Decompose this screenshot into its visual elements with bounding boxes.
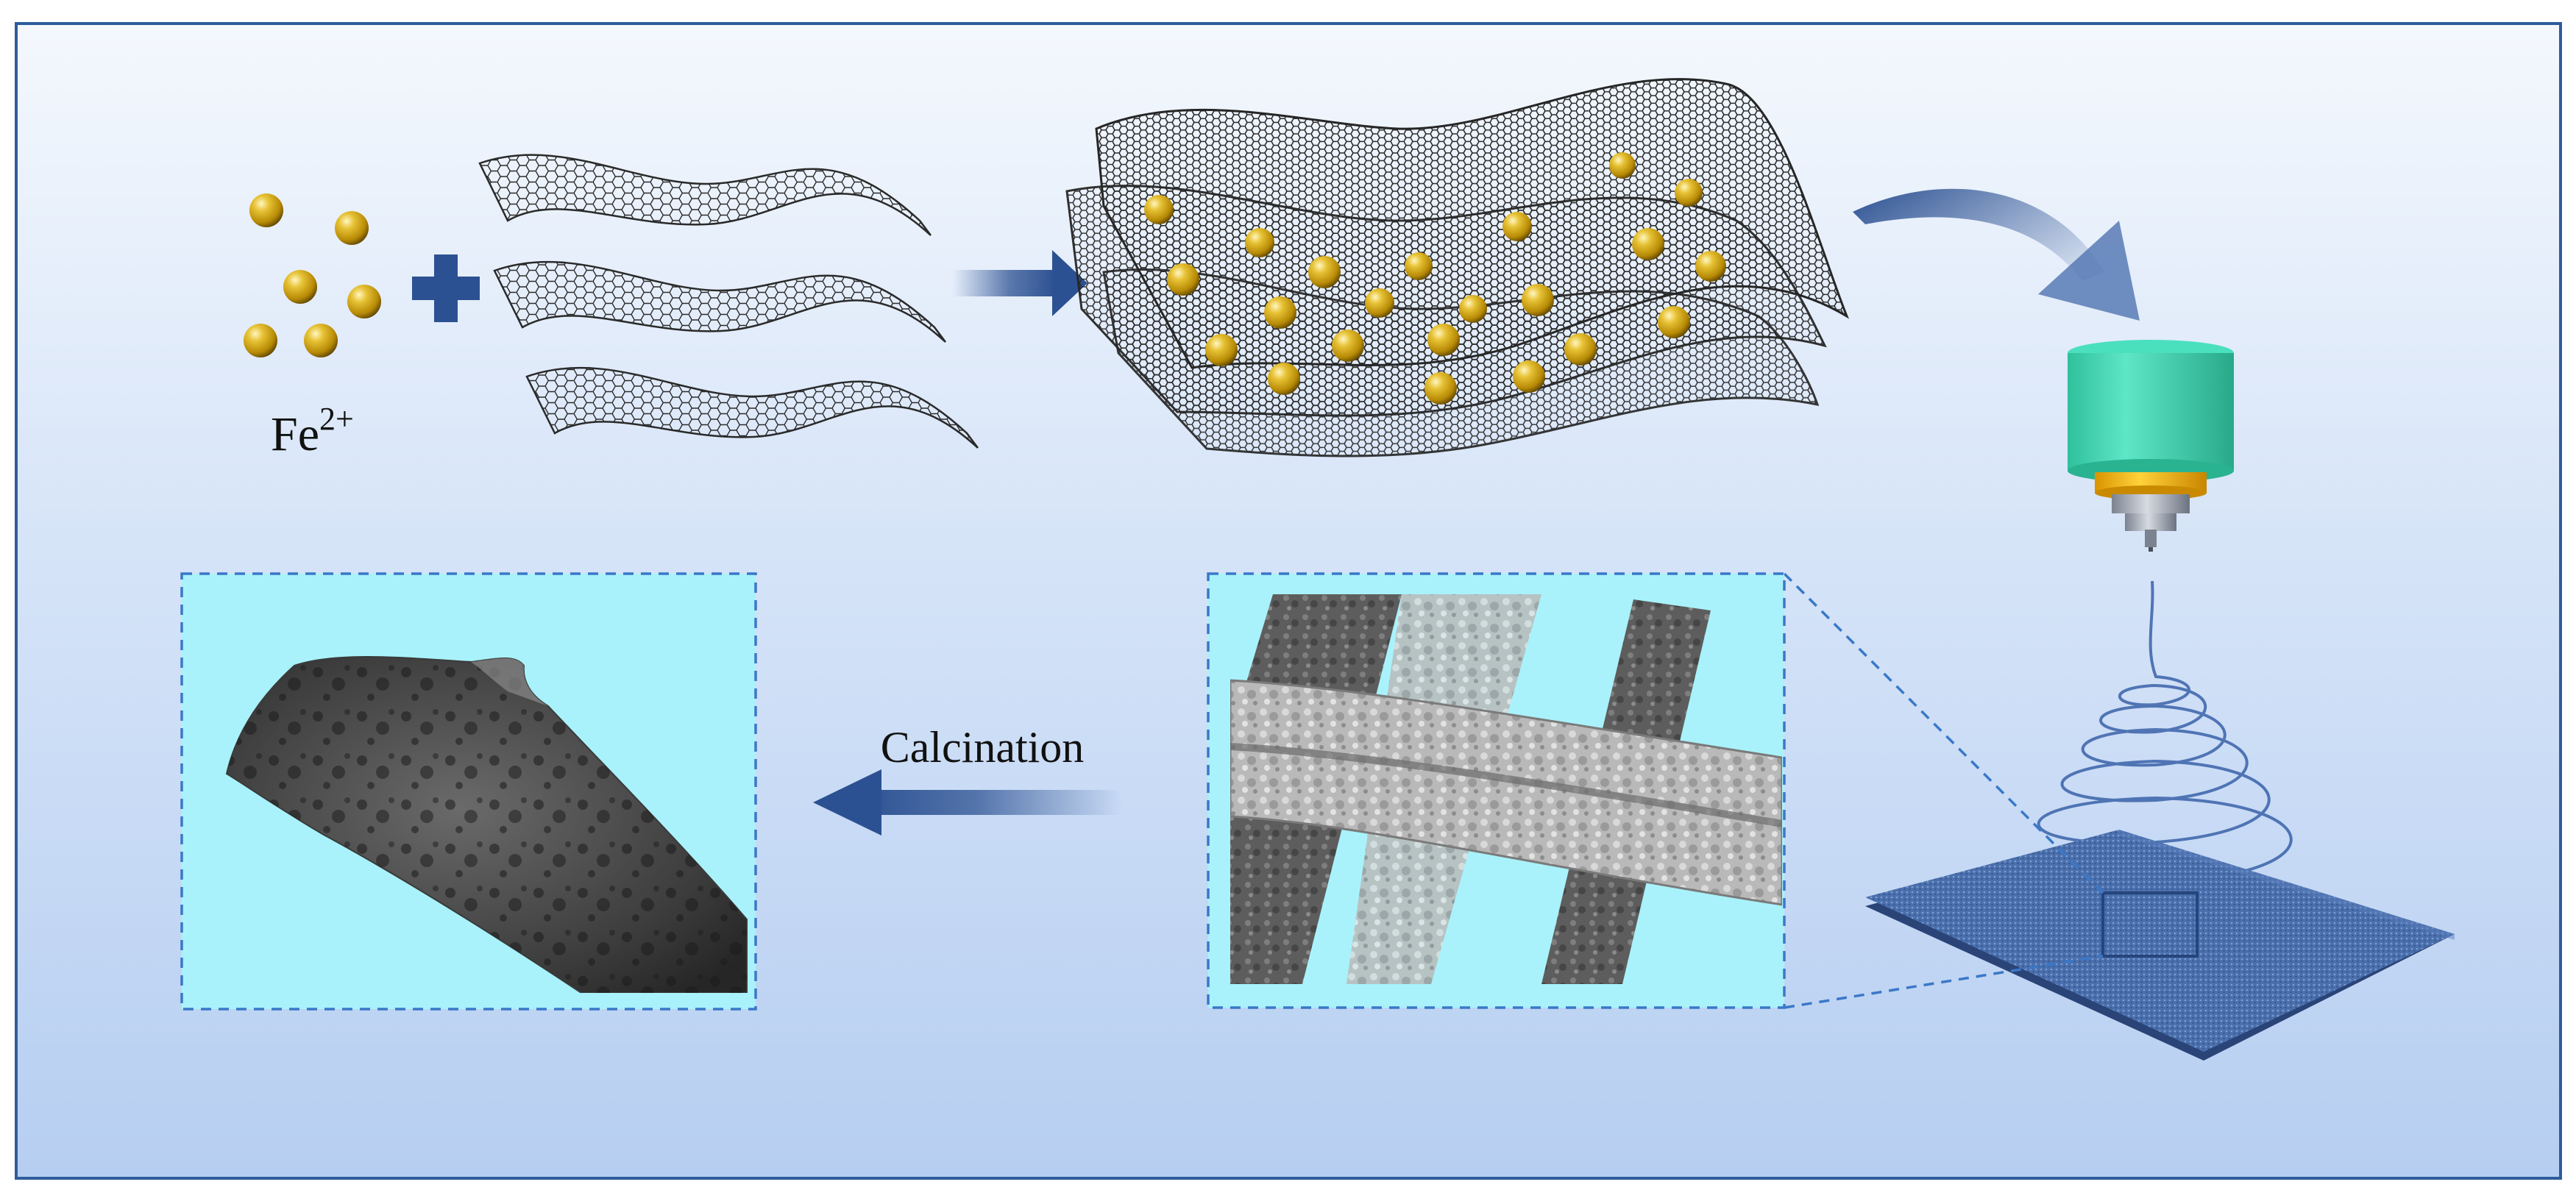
process-arrow-icon: [813, 769, 1122, 836]
zoom-connector-upper: [1783, 572, 2104, 894]
fe-ion-sphere-icon: [1427, 324, 1460, 356]
fe-ion-sphere-icon: [1609, 152, 1636, 179]
fe-ion-sphere-icon: [1332, 330, 1364, 362]
fe-ion-sphere-icon: [1513, 360, 1545, 393]
fe-ion-sphere-icon: [1424, 372, 1457, 405]
graphene-sheet-icon: [478, 154, 932, 236]
fe-ion-sphere-icon: [1502, 212, 1532, 241]
fe-ion-sphere-icon: [1632, 228, 1664, 260]
fe-ion-sphere-icon: [1264, 296, 1296, 329]
fe-ion-sphere-icon: [1695, 251, 1726, 282]
mat-selection-box: [2101, 891, 2199, 958]
fiber-jet-spiral: [2024, 580, 2293, 886]
fe-ion-sphere-icon: [1144, 195, 1174, 224]
composite-structure: [1065, 78, 1850, 457]
fe-ion-sphere-icon: [335, 211, 369, 245]
fe-ion-sphere-icon: [283, 270, 317, 304]
fe-ion-sphere-icon: [1365, 288, 1394, 318]
process-arrow-icon: [953, 250, 1087, 316]
fe-ion-sphere-icon: [1205, 334, 1238, 366]
fe-ion-sphere-icon: [1268, 363, 1300, 395]
fe-ion-sphere-icon: [1564, 333, 1597, 366]
tem-fiber-particles: [227, 657, 747, 993]
plus-icon: [412, 254, 480, 322]
graphene-sheet-icon: [493, 260, 946, 343]
ion-label: Fe2+: [271, 401, 354, 461]
tem-fiber-edge: [471, 658, 548, 706]
fe-ion-sphere-group: [244, 193, 381, 357]
composite-fe-particles: [1144, 152, 1726, 405]
fe-ion-sphere-icon: [1522, 284, 1554, 316]
fe-ion-sphere-icon: [249, 193, 283, 227]
fe-ion-sphere-icon: [244, 324, 277, 357]
zoom-connector-lower: [1784, 955, 2104, 1009]
fe-ion-sphere-icon: [1675, 179, 1703, 207]
fiber-mat-icon: [1865, 830, 2455, 1061]
fe-ion-sphere-icon: [1459, 295, 1487, 323]
sem-inset: [1207, 572, 1786, 1009]
fe-ion-sphere-icon: [304, 324, 338, 357]
tem-inset: [180, 572, 757, 1011]
curved-arrow-icon: [1853, 188, 2140, 321]
sem-fiber-groove: [1230, 743, 1782, 827]
fe-ion-sphere-icon: [1658, 306, 1690, 338]
fe-ion-sphere-icon: [1245, 228, 1274, 257]
fe-ion-sphere-icon: [347, 285, 381, 318]
graphene-sheet-icon: [525, 366, 979, 449]
fe-ion-sphere-icon: [1167, 263, 1199, 296]
ion-symbol: Fe: [271, 407, 319, 461]
ion-charge: 2+: [319, 401, 354, 437]
graphene-sheet-stack: [478, 154, 979, 449]
calcination-label: Calcination: [881, 723, 1085, 772]
sem-fiber-horizontal: [1230, 679, 1782, 906]
electrospinning-nozzle-icon: [2068, 340, 2234, 552]
fe-ion-sphere-icon: [1405, 252, 1433, 280]
fe-ion-sphere-icon: [1308, 256, 1341, 288]
